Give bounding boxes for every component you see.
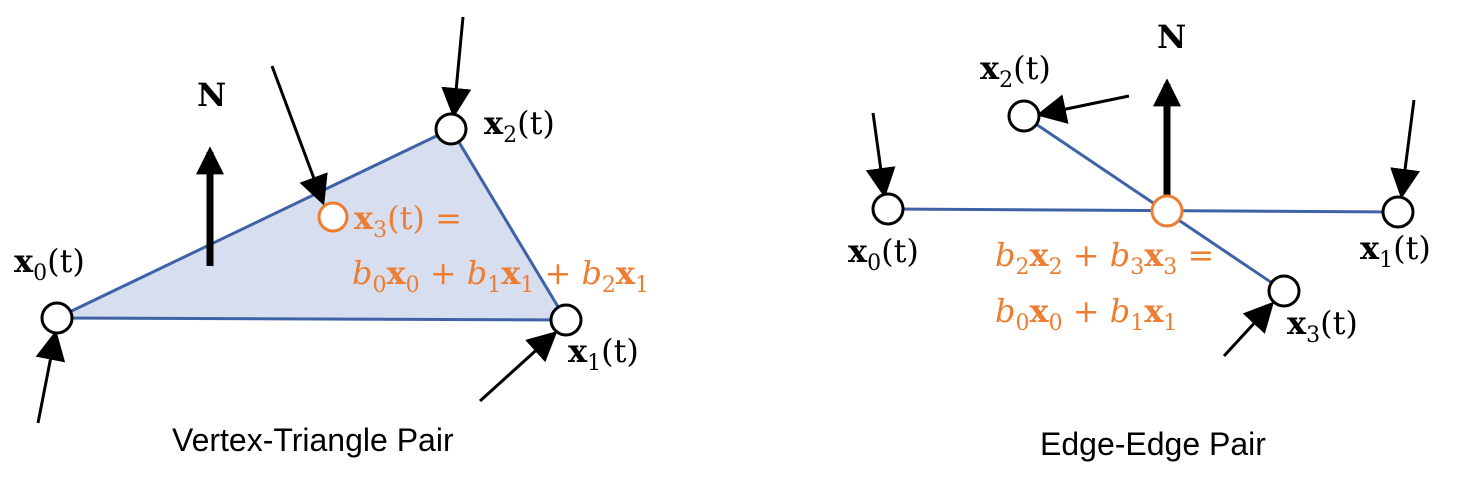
eq-ee2-term-var-sub-0: 0 bbox=[1049, 311, 1063, 336]
caption-edge-edge: Edge-Edge Pair bbox=[1040, 426, 1266, 462]
vertex-x2 bbox=[434, 112, 468, 146]
vertex-x0 bbox=[40, 301, 74, 335]
velocity-arrow-ee-x3 bbox=[1222, 301, 1275, 358]
eq-ee2-term-var-1: x bbox=[1144, 292, 1164, 330]
vertex-x1 bbox=[549, 303, 583, 337]
velocity-arrow-x1 bbox=[478, 330, 558, 403]
eq-ee1-term-op-1: = bbox=[1177, 236, 1214, 274]
eq-ee2-term-op-0: + bbox=[1063, 292, 1110, 330]
eq-ee2-term-var-0: x bbox=[1029, 292, 1049, 330]
eq-vt2-term-coef-sub-0: 0 bbox=[372, 273, 386, 298]
vertex-triangle-panel: N x0(t) x1(t) x2(t) x3(t) = b0x0 + b1x1 … bbox=[14, 16, 649, 458]
eq-vt2-term-var-sub-1: 1 bbox=[520, 273, 534, 298]
label-ee-x2: x2(t) bbox=[980, 49, 1051, 93]
vertex-ee-x0 bbox=[871, 192, 905, 226]
vertex-ee-x1 bbox=[1381, 195, 1415, 229]
label-x0: x0(t) bbox=[14, 242, 85, 286]
caption-vertex-triangle: Vertex-Triangle Pair bbox=[172, 422, 454, 458]
edge-contact-point bbox=[1150, 194, 1184, 228]
eq-vt2-term-coef-1: b bbox=[467, 254, 487, 292]
normal-label: N bbox=[197, 76, 226, 114]
equation-ee-line2: b0x0 + b1x1 bbox=[995, 292, 1177, 336]
eq-ee1-term-var-1: x bbox=[1144, 236, 1164, 274]
label-ee-x0: x0(t) bbox=[848, 232, 919, 276]
eq-vt2-term-var-sub-2: 1 bbox=[635, 273, 649, 298]
vertex-ee-x3 bbox=[1267, 274, 1301, 308]
label-x2: x2(t) bbox=[484, 104, 555, 148]
eq-ee1-term-var-sub-1: 3 bbox=[1163, 255, 1177, 280]
normal-label-ee: N bbox=[1157, 18, 1186, 56]
equation-ee-line1: b2x2 + b3x3 = bbox=[995, 236, 1214, 280]
eq-ee1-term-coef-sub-1: 3 bbox=[1130, 255, 1144, 280]
eq-vt2-term-op-1: + bbox=[534, 254, 581, 292]
velocity-arrow-ee-x0 bbox=[865, 112, 896, 198]
eq-ee1-term-coef-1: b bbox=[1110, 236, 1130, 274]
triangle-face bbox=[56, 127, 569, 322]
equation-vt-line1: x3(t) = bbox=[354, 199, 462, 243]
eq-vt2-term-coef-0: b bbox=[352, 254, 372, 292]
eq-vt2-term-var-0: x bbox=[386, 254, 406, 292]
eq-ee2-term-var-sub-1: 1 bbox=[1163, 311, 1177, 336]
eq-ee1-term-coef-0: b bbox=[995, 236, 1015, 274]
velocity-arrow-ee-x1 bbox=[1390, 99, 1420, 199]
eq-vt2-term-coef-sub-2: 2 bbox=[602, 273, 616, 298]
eq-ee2-term-coef-sub-1: 1 bbox=[1130, 311, 1144, 336]
velocity-arrow-x2 bbox=[441, 16, 472, 118]
eq-ee1-term-coef-sub-0: 2 bbox=[1015, 255, 1029, 280]
label-ee-x1: x1(t) bbox=[1360, 229, 1431, 273]
eq-vt2-term-coef-2: b bbox=[581, 254, 601, 292]
velocity-arrow-ee-x2 bbox=[1036, 94, 1130, 124]
eq-ee1-term-var-0: x bbox=[1029, 236, 1049, 274]
eq-ee2-term-coef-0: b bbox=[995, 292, 1015, 330]
label-x1: x1(t) bbox=[568, 332, 639, 376]
vertex-x3-contact bbox=[317, 201, 349, 233]
eq-vt2-term-var-1: x bbox=[501, 254, 521, 292]
eq-ee1-term-op-0: + bbox=[1063, 236, 1110, 274]
eq-vt2-term-coef-sub-1: 1 bbox=[487, 273, 501, 298]
eq-ee2-term-coef-1: b bbox=[1110, 292, 1130, 330]
eq-ee1-term-var-sub-0: 2 bbox=[1049, 255, 1063, 280]
eq-vt2-term-var-sub-0: 0 bbox=[406, 273, 420, 298]
eq-vt2-term-op-0: + bbox=[420, 254, 467, 292]
equation-vt-line2: b0x0 + b1x1 + b2x1 bbox=[352, 254, 649, 298]
eq-vt2-term-var-2: x bbox=[616, 254, 636, 292]
velocity-arrow-x0 bbox=[35, 330, 66, 424]
vertex-ee-x2 bbox=[1007, 99, 1041, 133]
edge-edge-panel: N x0(t) x1(t) x2(t) x3(t) b2x2 + b3x3 = … bbox=[848, 18, 1431, 462]
edge-x0-x1 bbox=[887, 207, 1399, 214]
label-ee-x3: x3(t) bbox=[1287, 304, 1358, 348]
velocity-arrow-x3 bbox=[270, 65, 328, 206]
eq-ee2-term-coef-sub-0: 0 bbox=[1015, 311, 1029, 336]
